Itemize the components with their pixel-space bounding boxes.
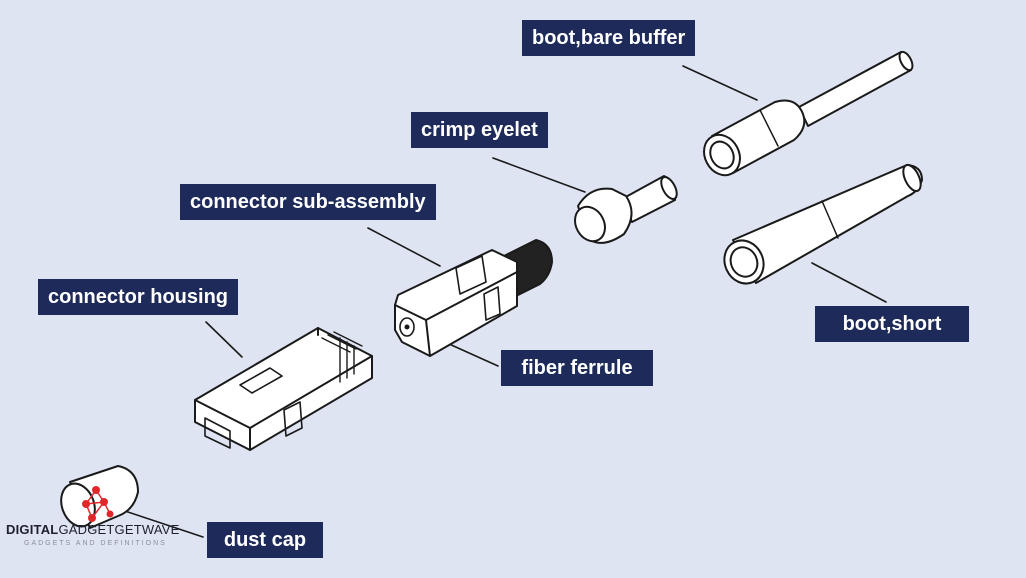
label-crimp-eyelet: crimp eyelet	[411, 112, 548, 148]
leader-housing	[205, 321, 243, 358]
watermark-brand-regular: GADGETGETWAVE	[58, 522, 180, 537]
connector-sub-assembly-part	[394, 239, 553, 357]
label-fiber-ferrule: fiber ferrule	[501, 350, 653, 386]
label-connector-housing: connector housing	[38, 279, 238, 315]
leader-subassembly	[367, 227, 441, 267]
label-connector-sub-assembly: connector sub-assembly	[180, 184, 436, 220]
leader-boot-short	[811, 262, 887, 303]
boot-bare-buffer-part	[703, 50, 914, 177]
leader-boot-bare	[682, 65, 758, 101]
watermark-tagline: GADGETS AND DEFINITIONS	[24, 540, 167, 547]
crimp-eyelet-part	[574, 175, 678, 244]
leader-dustcap	[121, 509, 204, 538]
leader-crimp	[492, 157, 586, 193]
network-nodes-icon	[82, 486, 114, 522]
label-boot-short: boot,short	[815, 306, 969, 342]
watermark-logo: DIGITALGADGETGETWAVE GADGETS AND DEFINIT…	[6, 480, 196, 560]
label-boot-bare-buffer: boot,bare buffer	[522, 20, 696, 56]
connector-housing-part	[194, 327, 373, 451]
boot-short-part	[723, 163, 923, 285]
dust-cap-part	[60, 465, 139, 529]
label-dust-cap: dust cap	[207, 522, 323, 558]
watermark-title: DIGITALGADGETGETWAVE	[6, 522, 180, 537]
watermark-brand-bold: DIGITAL	[6, 522, 59, 537]
